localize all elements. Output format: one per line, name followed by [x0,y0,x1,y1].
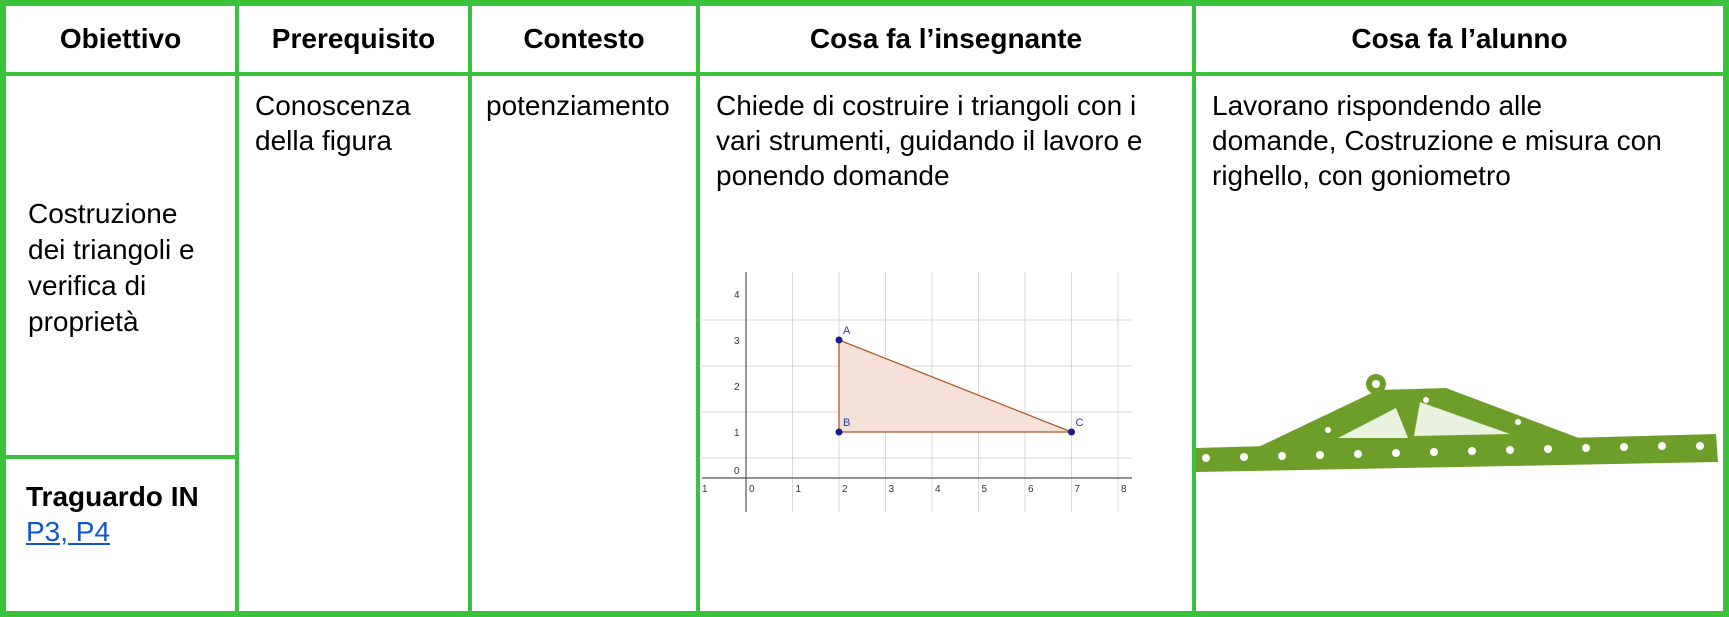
y-tick-label: 3 [734,336,740,347]
x-tick-label: 1 [796,484,802,495]
point-b [835,428,843,436]
triangle-abc [838,339,1072,433]
x-tick-label: 3 [889,484,895,495]
obiettivo-text: Costruzione dei triangoli e verifica di … [28,197,195,337]
x-tick-label: 7 [1075,484,1081,495]
header-contesto-label: Contesto [523,23,645,54]
header-contesto: Contesto [472,6,696,72]
x-tick-label: 4 [935,484,941,495]
point-c [1068,428,1075,436]
x-tick-label: 2 [842,484,848,495]
header-obiettivo-label: Obiettivo [59,23,182,54]
cell-traguardo: Traguardo IN P3, P4 [6,459,235,611]
header-alunno-label: Cosa fa l’alunno [1351,23,1568,54]
alunno-text: Lavorano rispondendo alle domande, Costr… [1212,90,1662,191]
triangle-chart: 0 1 2 3 4 5 6 7 8 1 0 1 2 3 4 A B C [702,272,1132,512]
header-insegnante: Cosa fa l’insegnante [700,6,1192,72]
x-tick-label: 6 [1028,484,1034,495]
x-tick-label: 8 [1121,484,1127,495]
cell-prerequisito: Conoscenza della figura [239,76,468,611]
y-tick-label: 1 [734,428,740,439]
contesto-text: potenziamento [486,90,670,121]
header-obiettivo: Obiettivo [6,6,235,72]
traguardo-link[interactable]: P3, P4 [26,516,111,547]
point-label-a: A [843,325,851,337]
meccano-triangle-piece-icon [1196,374,1718,472]
cell-alunno: Lavorano rispondendo alle domande, Costr… [1196,76,1723,611]
cell-contesto: potenziamento [472,76,696,611]
x-tick-label: 1 [702,484,708,495]
y-tick-label: 0 [734,466,740,477]
cell-obiettivo: Costruzione dei triangoli e verifica di … [6,76,235,455]
x-tick-label: 0 [749,484,755,495]
cell-insegnante: Chiede di costruire i triangoli con i va… [700,76,1192,611]
y-tick-label: 2 [734,382,740,393]
header-insegnante-label: Cosa fa l’insegnante [809,23,1083,54]
insegnante-text: Chiede di costruire i triangoli con i va… [716,90,1143,191]
traguardo-title: Traguardo IN [26,481,199,512]
point-label-b: B [843,417,850,429]
header-prerequisito-label: Prerequisito [271,23,436,54]
header-alunno: Cosa fa l’alunno [1196,6,1723,72]
header-prerequisito: Prerequisito [239,6,468,72]
y-tick-label: 4 [734,290,740,301]
point-a [835,336,843,344]
point-label-c: C [1076,417,1084,429]
prerequisito-text: Conoscenza della figura [255,90,411,156]
x-tick-label: 5 [982,484,988,495]
